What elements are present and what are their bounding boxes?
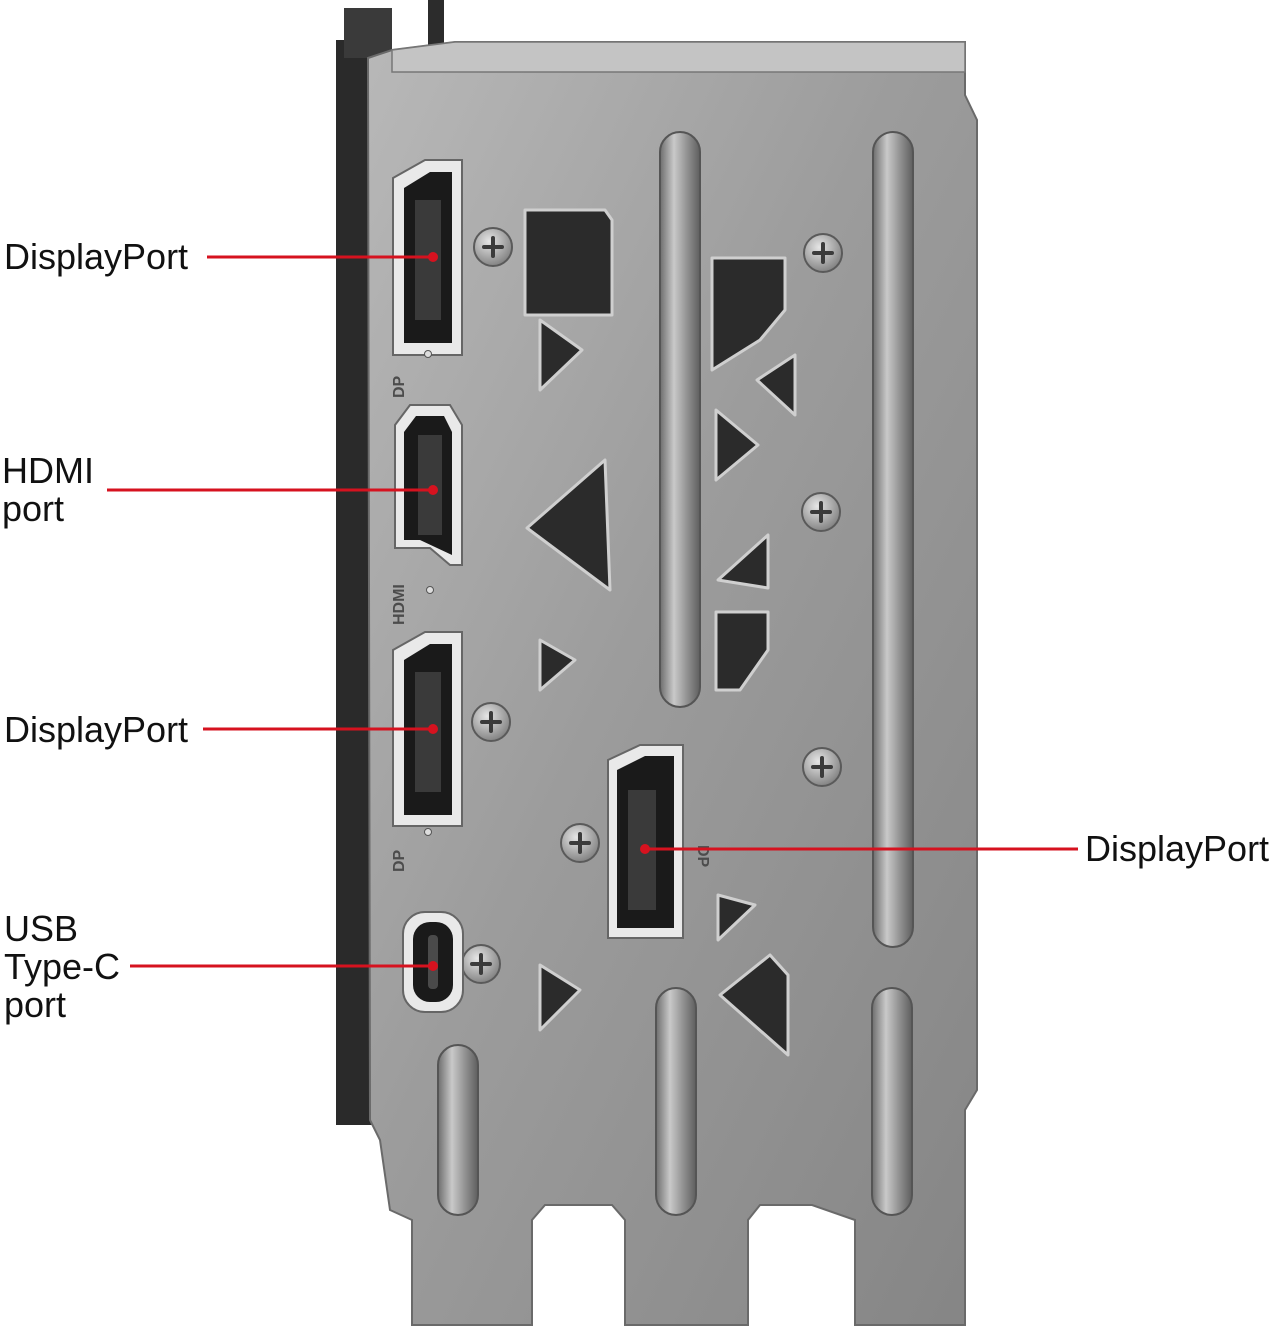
label-line: port [2,488,65,529]
engraved-dp-middle: DP [391,849,408,872]
engraved-hdmi: HDMI [391,584,408,625]
vent-cutouts [523,208,797,1057]
label-usb-type-c-port: USB Type-C port [4,910,120,1024]
bracket-ribs [437,131,914,1216]
label-displayport-right: DisplayPort [1085,830,1269,868]
engraved-dp-right: DP [694,845,711,868]
engraved-dp-top: DP [391,375,408,398]
leader-dot [428,724,438,734]
label-line: DisplayPort [4,236,189,277]
label-line: USB [4,908,79,949]
bracket-top-lip [391,41,966,73]
label-displayport-top: DisplayPort [4,238,188,276]
label-line: DisplayPort [1085,828,1270,869]
leader-lines [107,252,1078,971]
leader-dot [428,485,438,495]
leader-dot [428,961,438,971]
leader-dot [428,252,438,262]
leader-dot [640,844,650,854]
displayport-right [607,744,684,939]
label-line: Type-C [4,946,121,987]
label-displayport-middle: DisplayPort [4,711,188,749]
label-line: HDMI [2,450,94,491]
label-hdmi-port: HDMI port [2,452,94,528]
label-line: port [4,984,67,1025]
hdmi-port [394,404,463,594]
label-line: DisplayPort [4,709,189,750]
displayport-middle [392,631,463,836]
displayport-top [392,159,463,358]
